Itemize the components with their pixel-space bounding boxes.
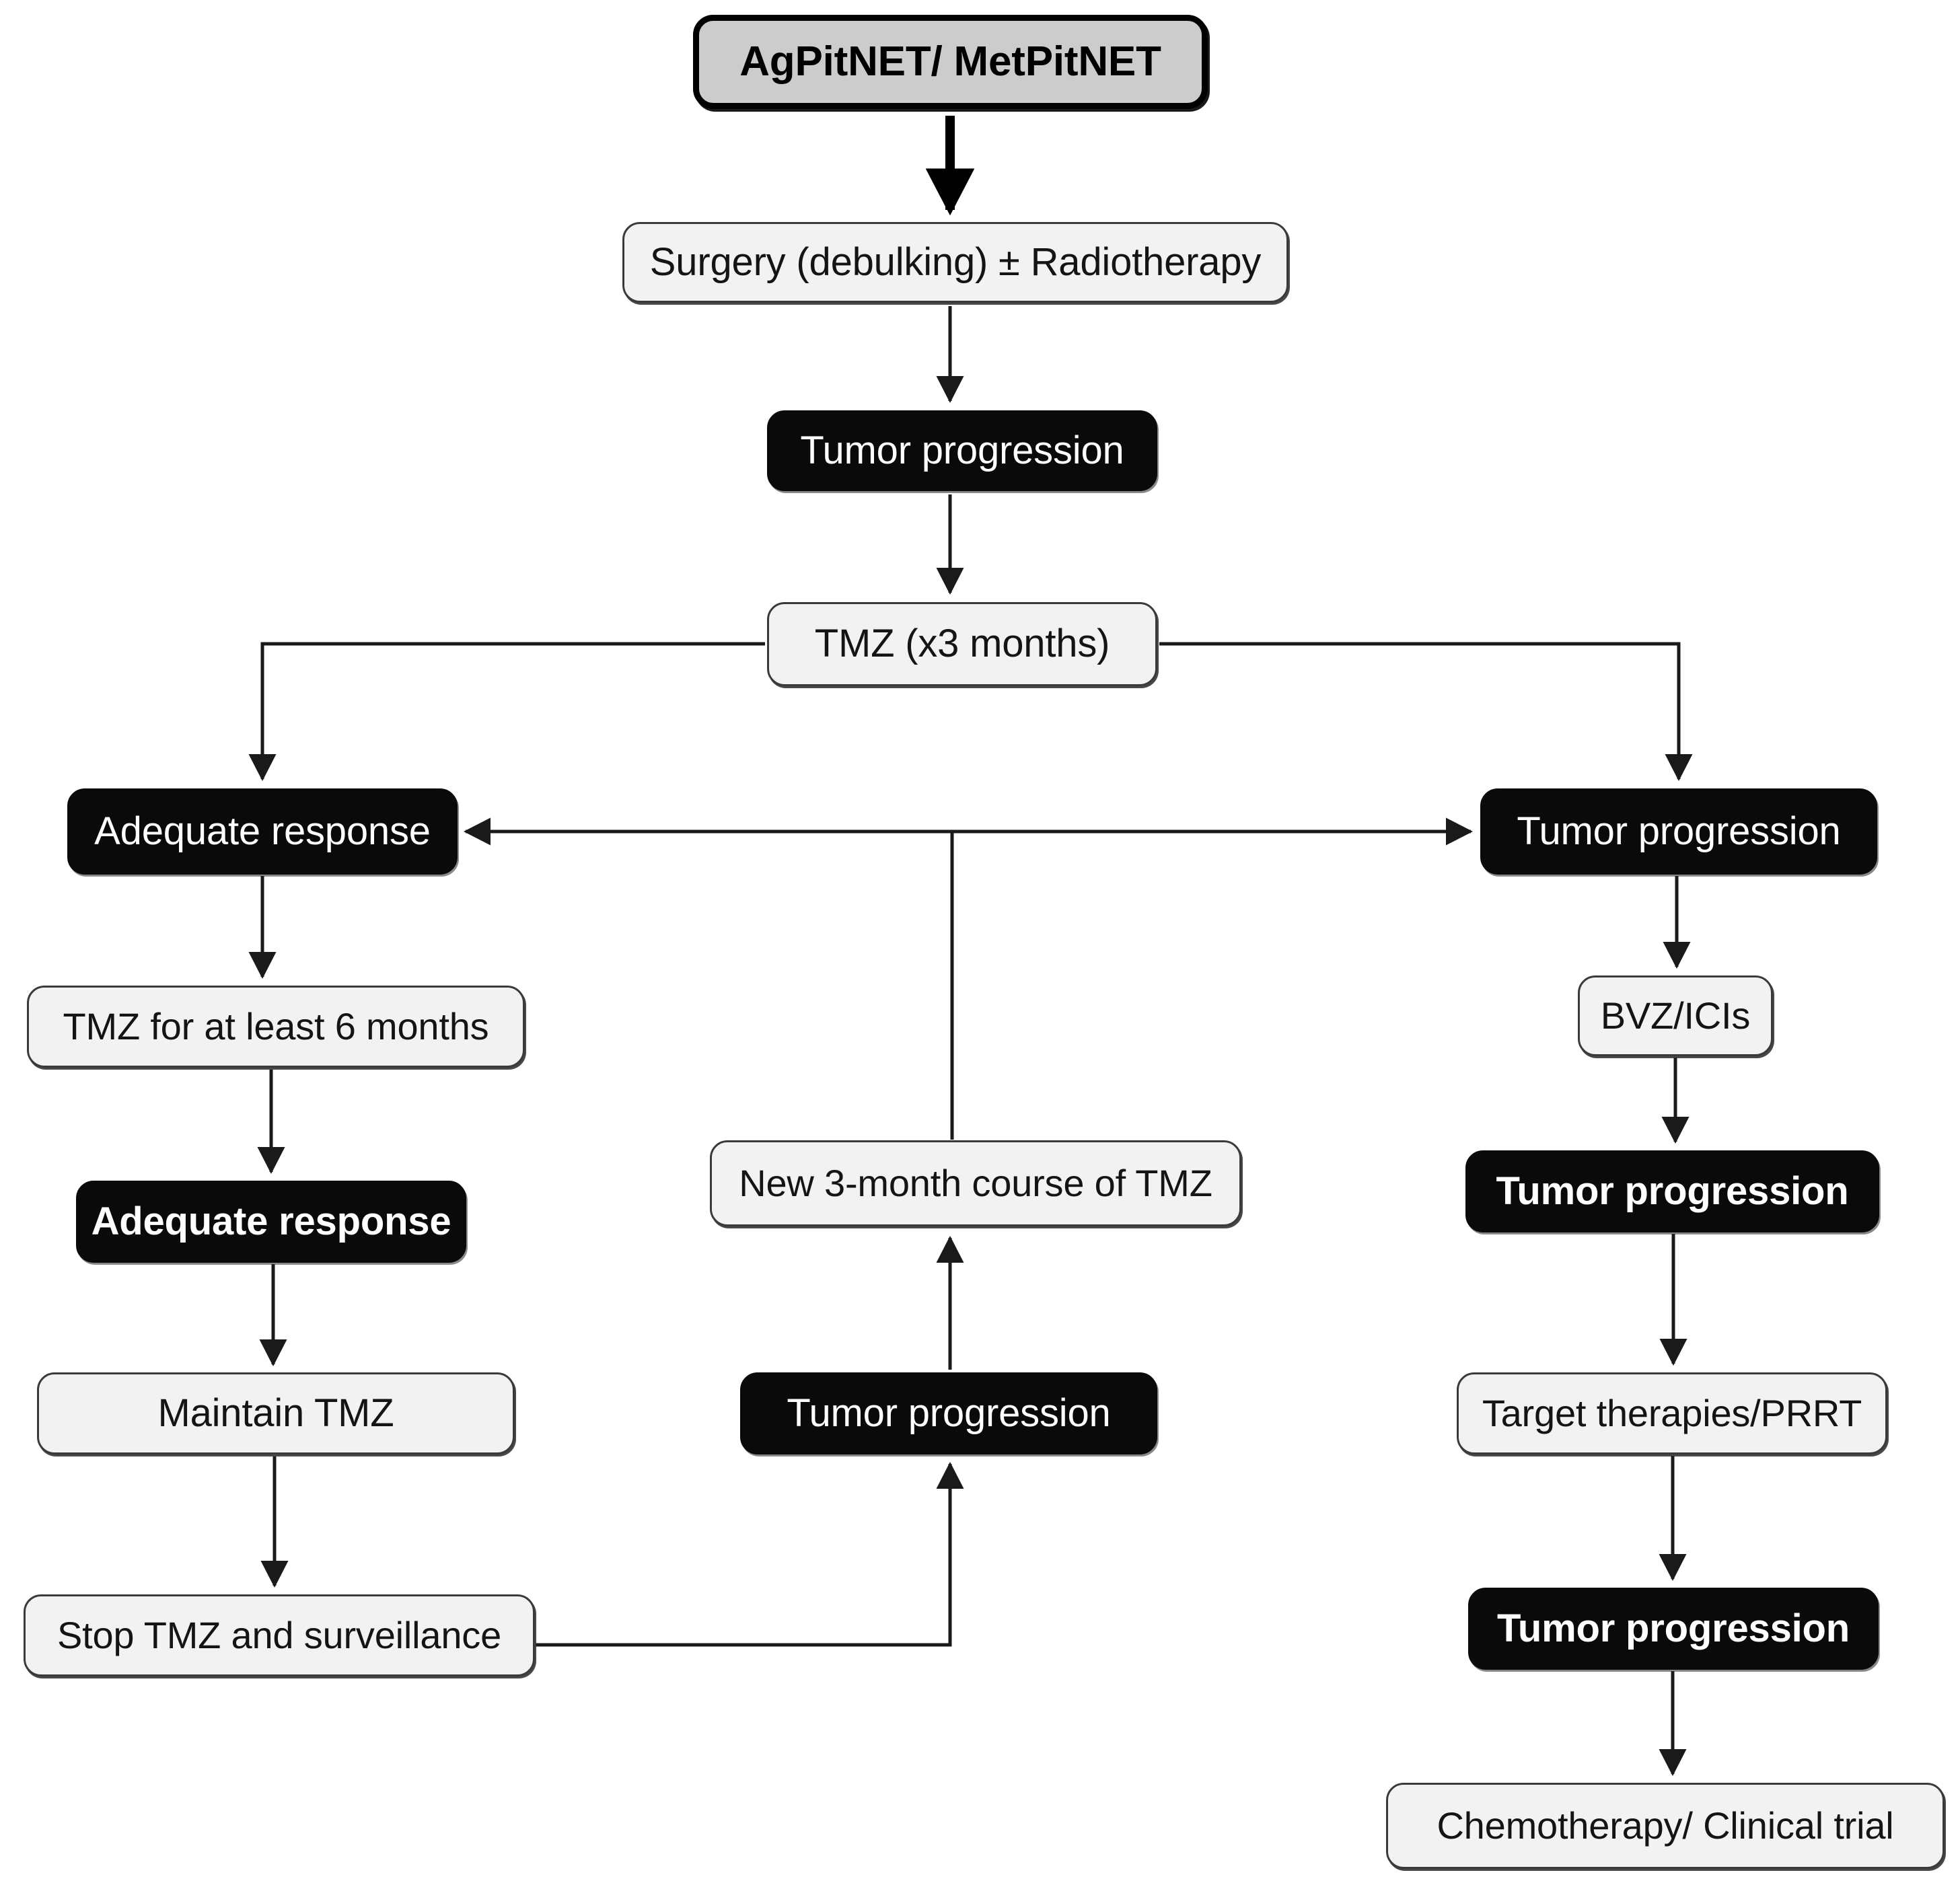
node-new-3-month-course[interactable]: New 3-month course of TMZ — [710, 1140, 1241, 1226]
node-root[interactable]: AgPitNET/ MetPitNET — [693, 15, 1208, 109]
node-stop-tmz-surveillance[interactable]: Stop TMZ and surveillance — [24, 1594, 535, 1676]
edge-tmz3-to-adequate1 — [248, 642, 765, 781]
node-tumor-progression-right-3[interactable]: Tumor progression — [1468, 1588, 1879, 1670]
edge-stoptmz-to-progression-mid — [536, 1462, 964, 1647]
node-surgery[interactable]: Surgery (debulking) ± Radiotherapy — [622, 222, 1288, 303]
node-tumor-progression-1[interactable]: Tumor progression — [767, 410, 1157, 491]
node-tumor-progression-right-1[interactable]: Tumor progression — [1480, 788, 1877, 875]
node-tmz-3-months[interactable]: TMZ (x3 months) — [767, 602, 1157, 686]
node-tmz-6-months[interactable]: TMZ for at least 6 months — [27, 986, 525, 1068]
node-tumor-progression-mid[interactable]: Tumor progression — [740, 1372, 1157, 1454]
node-bvz-icis[interactable]: BVZ/ICIs — [1578, 975, 1773, 1056]
node-adequate-response-2[interactable]: Adequate response — [76, 1181, 466, 1263]
node-maintain-tmz[interactable]: Maintain TMZ — [37, 1372, 515, 1454]
node-target-therapies-prrt[interactable]: Target therapies/PRRT — [1457, 1372, 1887, 1454]
node-adequate-response-1[interactable]: Adequate response — [67, 788, 458, 875]
edge-tmz3-to-progression-right — [1159, 642, 1693, 781]
node-tumor-progression-right-2[interactable]: Tumor progression — [1465, 1150, 1879, 1232]
node-chemotherapy-clinical-trial[interactable]: Chemotherapy/ Clinical trial — [1386, 1783, 1945, 1869]
